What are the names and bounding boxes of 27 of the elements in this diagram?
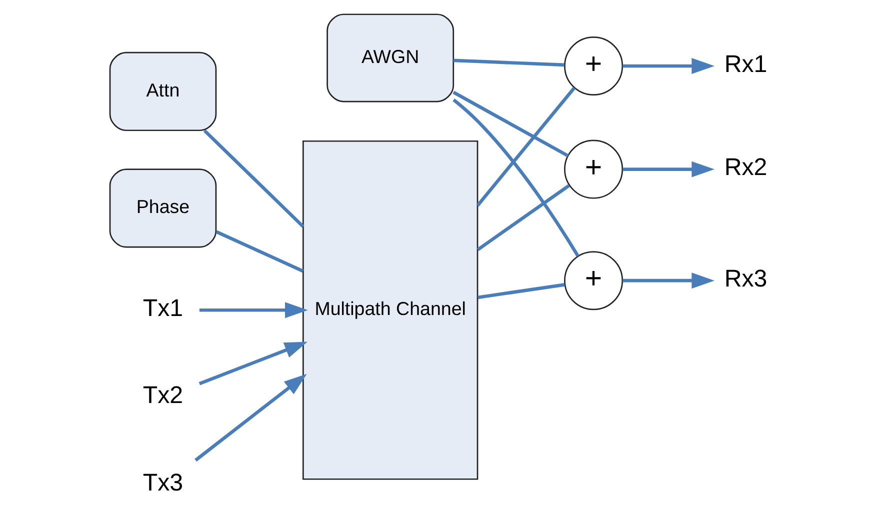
connector bbox=[216, 230, 304, 272]
node-text: Rx1 bbox=[724, 50, 768, 78]
arrow bbox=[198, 341, 308, 385]
node-box: Attn bbox=[109, 51, 217, 131]
node-box: AWGN bbox=[326, 13, 454, 102]
node-text: Rx2 bbox=[724, 154, 768, 181]
node-circle: + bbox=[564, 36, 624, 96]
connector bbox=[452, 90, 569, 157]
node-text: Rx3 bbox=[724, 265, 768, 292]
node-text: Tx3 bbox=[142, 468, 184, 496]
connector bbox=[476, 86, 576, 206]
connector bbox=[478, 282, 565, 299]
arrow bbox=[194, 373, 307, 462]
node-text: Tx2 bbox=[142, 382, 184, 409]
arrow bbox=[622, 160, 714, 177]
node-circle: + bbox=[564, 250, 624, 310]
arrow bbox=[622, 272, 714, 288]
node-box: Phase bbox=[109, 168, 217, 248]
arrow bbox=[622, 58, 714, 74]
arrow bbox=[199, 302, 308, 318]
connector bbox=[203, 128, 304, 228]
connector bbox=[452, 98, 580, 256]
node-box: Multipath Channel bbox=[302, 140, 478, 480]
node-text: Tx1 bbox=[142, 294, 184, 322]
node-circle: + bbox=[564, 139, 624, 198]
connector bbox=[476, 184, 570, 250]
connector bbox=[453, 58, 564, 66]
